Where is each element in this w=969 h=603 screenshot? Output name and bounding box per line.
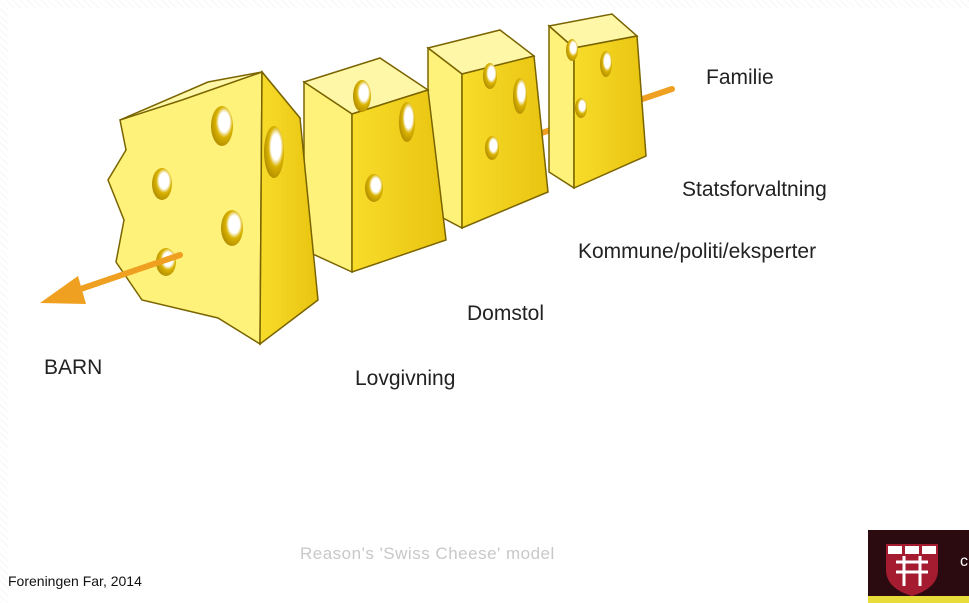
layer-label-kommune: Kommune/politi/eksperter [578,240,817,263]
cheese-slice-statsforvaltning [426,29,549,230]
svg-text:c: c [960,553,968,570]
layer-label-statsforvaltning: Statsforvaltning [682,178,827,201]
target-label-barn: BARN [44,356,103,379]
cheese-slice-domstol [107,69,319,346]
caption-text: Reason's 'Swiss Cheese' model [300,544,555,563]
layer-label-domstol: Domstol [467,302,545,325]
arrow-head-icon [40,252,183,304]
cheese-slice-familie [547,13,647,190]
layer-label-lovgivning: Lovgivning [355,367,456,390]
cheese-slice-kommune [302,57,447,274]
logo-shield-icon: c [868,530,969,603]
layer-label-familie: Familie [706,66,774,89]
source-text: Foreningen Far, 2014 [8,573,142,589]
